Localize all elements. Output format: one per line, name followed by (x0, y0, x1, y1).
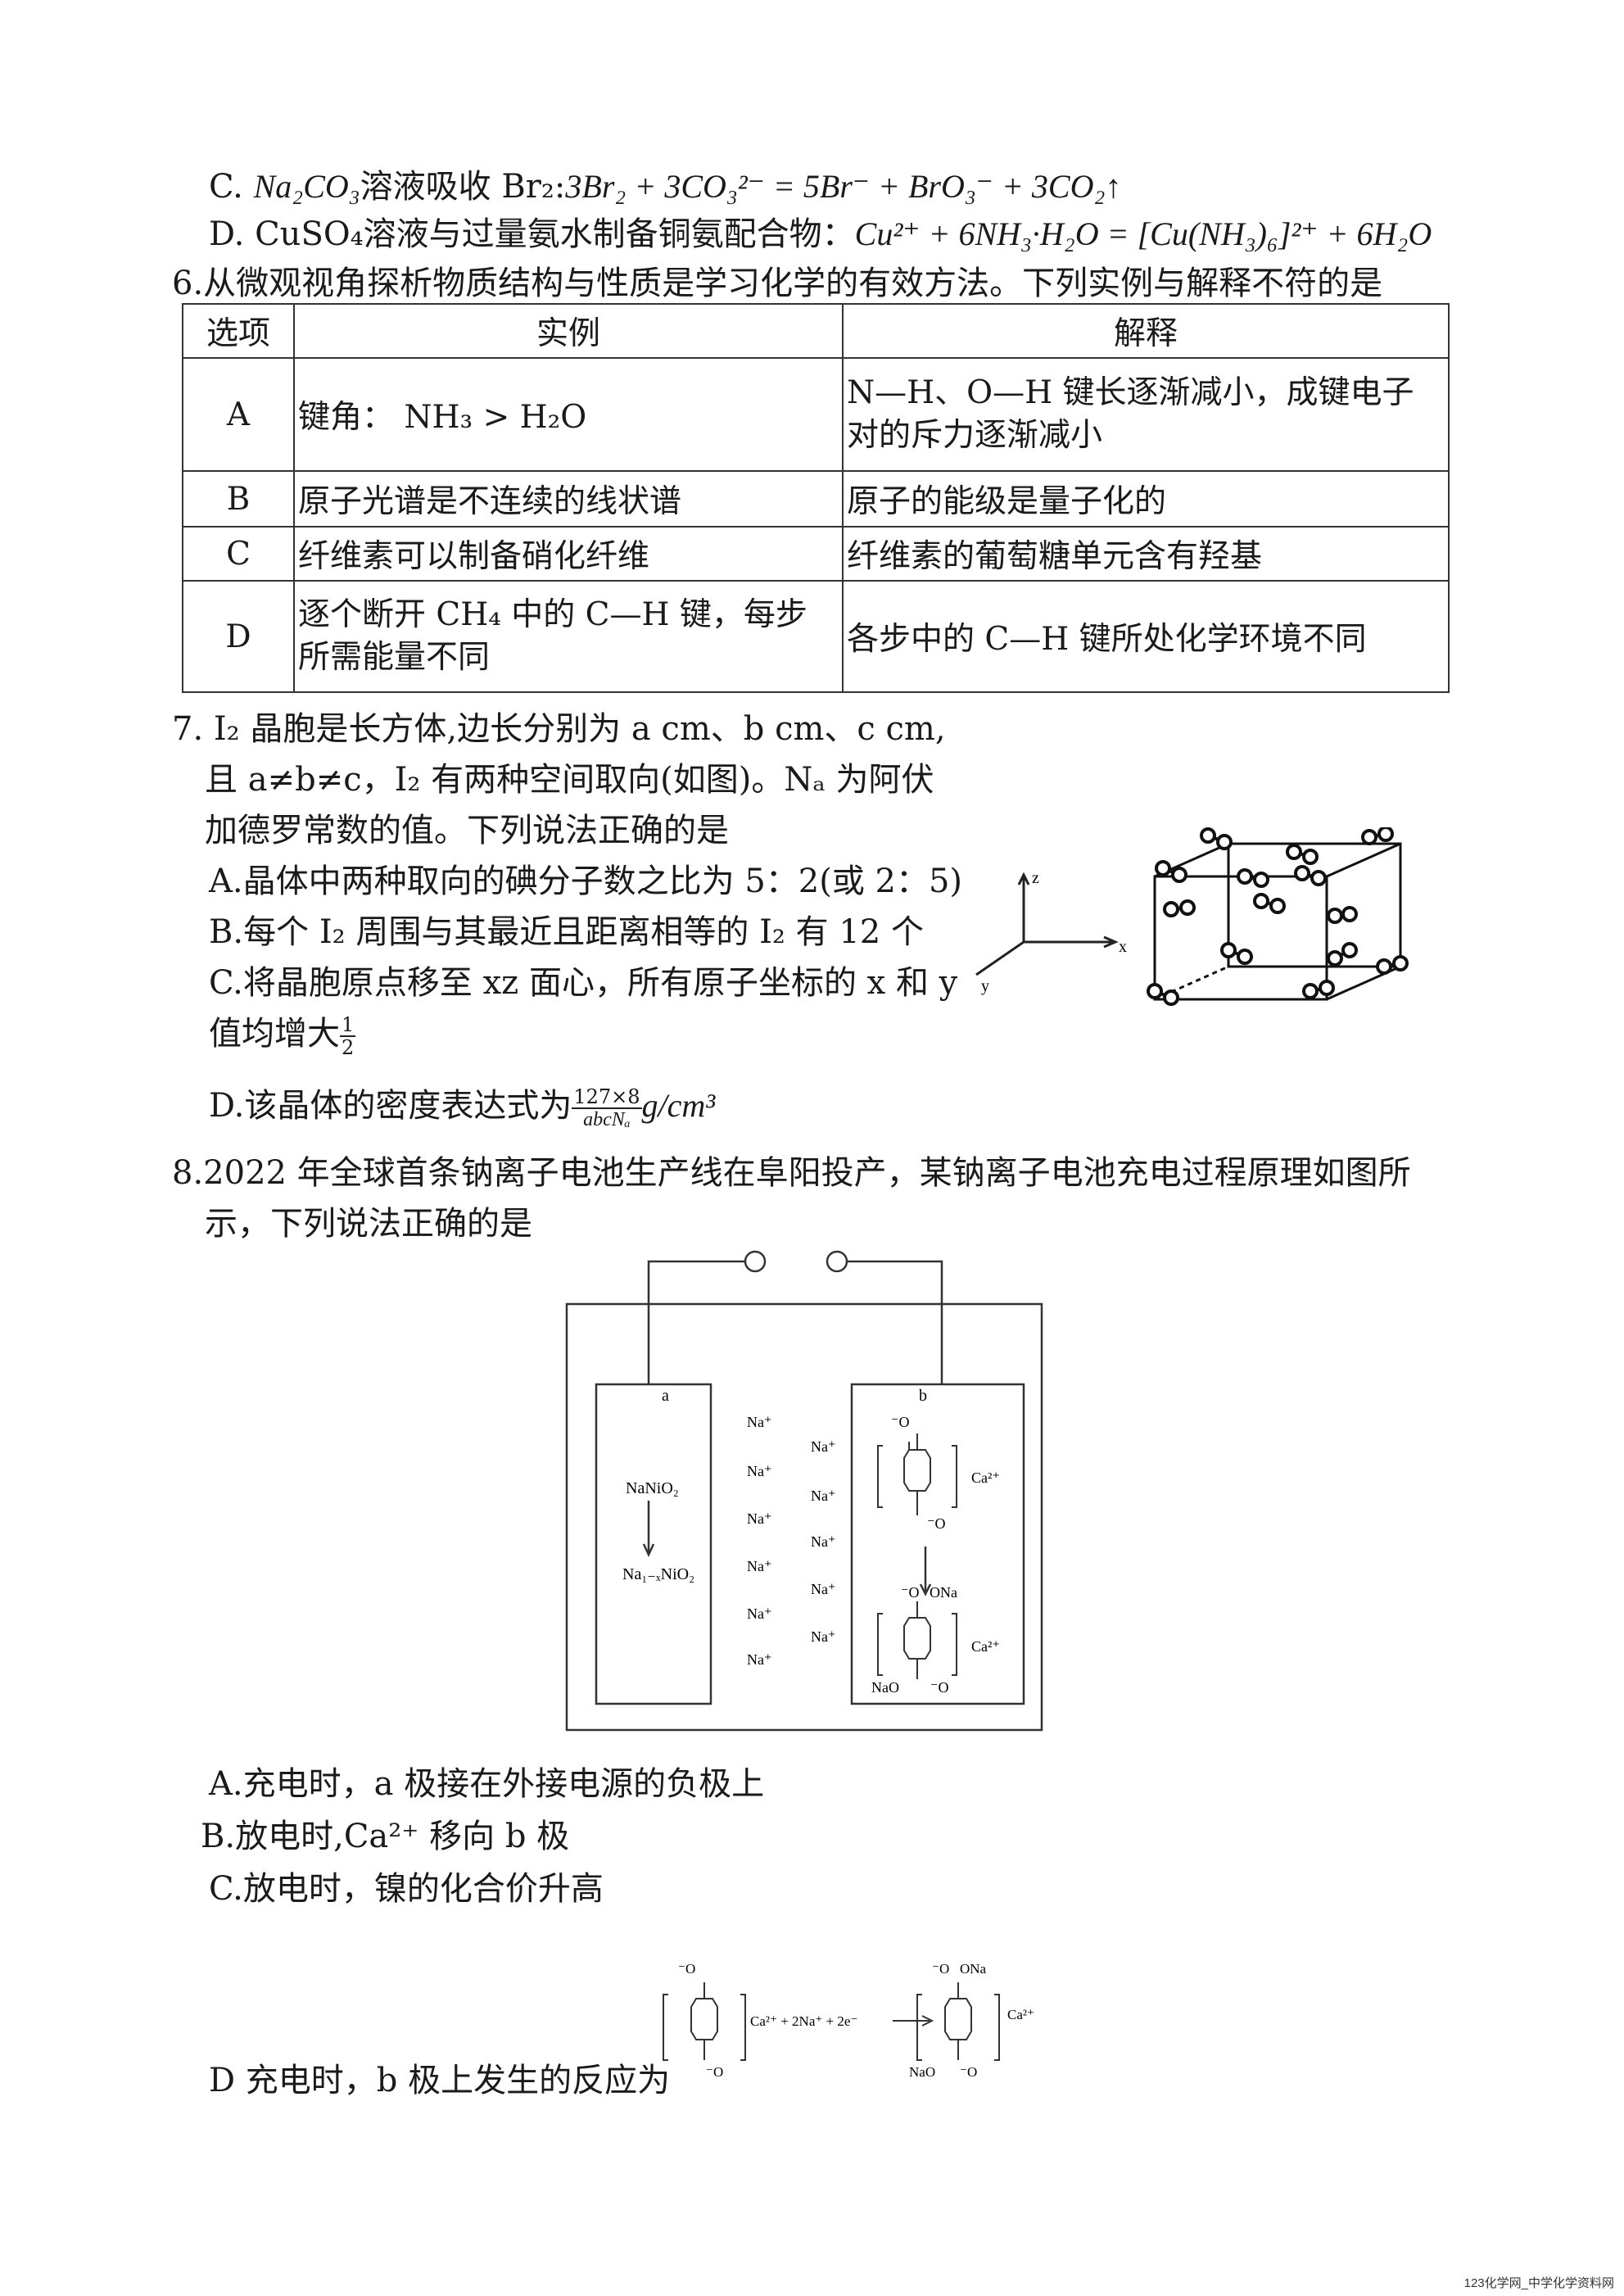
iodine-atom (1319, 980, 1335, 996)
iodine-atom (1269, 898, 1286, 914)
q8-stem-line2: 示，下列说法正确的是 (205, 1205, 532, 1243)
q8-option-c: C.放电时，镍的化合价升高 (209, 1870, 604, 1908)
sodium-ion-label: Na⁺ (811, 1438, 836, 1455)
o-minus-top: ⁻O (891, 1414, 910, 1430)
sodium-ion-label: Na⁺ (811, 1581, 836, 1597)
axis-z-label: z (1032, 869, 1039, 887)
q7-line3: 加德罗常数的值。下列说法正确的是 (205, 812, 729, 849)
iodine-atom (1200, 827, 1216, 844)
q8-option-b: B.放电时,Ca²⁺ 移向 b 极 (201, 1818, 570, 1855)
iodine-unit-cell-diagram (1147, 827, 1409, 1006)
q5-option-d: D. CuSO₄溶液与过量氨水制备铜氨配合物：Cu²⁺ + 6NH₃·H₂O =… (209, 215, 1432, 253)
q7-option-a: A.晶体中两种取向的碘分子数之比为 5：2(或 2：5) (209, 863, 963, 900)
sodium-ion-label: Na⁺ (747, 1605, 772, 1622)
iodine-atom (1147, 983, 1163, 999)
iodine-atom (1302, 983, 1319, 999)
ca-top: Ca²⁺ (971, 1470, 1000, 1486)
q5-option-c: C. Na₂CO₃溶液吸收 Br₂:3Br₂ + 3CO₃²⁻ = 5Br⁻ +… (209, 168, 1122, 206)
o-minus-bottom: ⁻O (930, 1679, 949, 1696)
iodine-atom (1392, 955, 1409, 971)
iodine-atom (1327, 908, 1343, 924)
q6-table: 选项 实例 解释 A 键角： NH₃ > H₂O N—H、O—H 键长逐渐减小，… (182, 303, 1450, 693)
axis-y-label: y (981, 977, 989, 995)
reactant-o-minus-top: ⁻O (678, 1961, 695, 1977)
table-row: B 原子光谱是不连续的线状谱 原子的能级是量子化的 (182, 470, 1450, 528)
iodine-atom (1155, 860, 1171, 876)
iodine-atom (1294, 865, 1310, 881)
q7-option-c: C.将晶胞原点移至 xz 面心，所有原子坐标的 x 和 y (209, 964, 958, 1002)
sodium-ion-label: Na⁺ (747, 1414, 772, 1430)
reaction-reagents: Ca²⁺ + 2Na⁺ + 2e⁻ (750, 2013, 857, 2029)
iodine-atom (1171, 867, 1187, 883)
iodine-atom (1302, 849, 1319, 865)
iodine-atom (1163, 989, 1179, 1006)
sodium-ion-label: Na⁺ (747, 1558, 772, 1574)
sodium-ion-label: Na⁺ (747, 1510, 772, 1527)
product-nao: NaO (909, 2064, 935, 2080)
iodine-atom (1220, 942, 1237, 958)
product-o-minus: ⁻O (932, 1961, 949, 1977)
axes-diagram: z x y (975, 869, 1127, 995)
sodium-ion-label: Na⁺ (747, 1463, 772, 1479)
iodine-atom (1327, 950, 1343, 967)
q6-header-example: 实例 (293, 303, 844, 359)
ca-bottom: Ca²⁺ (971, 1638, 1000, 1655)
o-minus-lower: ⁻O (901, 1584, 920, 1601)
q7-option-b: B.每个 I₂ 周围与其最近且距离相等的 I₂ 有 12 个 (209, 913, 924, 951)
table-row: D 逐个断开 CH₄ 中的 C—H 键，每步所需能量不同 各步中的 C—H 键所… (182, 580, 1450, 693)
na1xnio2-label: Na₁₋ₓNiO₂ (622, 1565, 694, 1583)
product-o-minus-bottom: ⁻O (960, 2064, 977, 2080)
q7-line2: 且 a≠b≠c，I₂ 有两种空间取向(如图)。Nₐ 为阿伏 (205, 761, 934, 799)
footer-watermark: 123化学网_中学化学资料网 (1463, 2276, 1614, 2290)
iodine-atom (1237, 868, 1253, 885)
iodine-atom (1286, 844, 1302, 860)
electrode-a-label: a (662, 1387, 669, 1405)
nanio2-label: NaNiO₂ (626, 1479, 679, 1497)
iodine-atom (1361, 829, 1377, 845)
sodium-battery-diagram: a b NaNiO₂ Na₁₋ₓNiO₂ Na⁺ Na⁺ Na⁺ Na⁺ Na⁺ Na⁺ N… (565, 1250, 1043, 1732)
sodium-ion-label: Na⁺ (811, 1628, 836, 1645)
q7-line1: 7. I₂ 晶胞是长方体,边长分别为 a cm、b cm、c cm, (172, 710, 946, 748)
table-row: C 纤维素可以制备硝化纤维 纤维素的葡萄糖单元含有羟基 (182, 526, 1450, 582)
iodine-atom (1341, 906, 1358, 922)
electrode-b-label: b (919, 1387, 927, 1405)
table-row: A 键角： NH₃ > H₂O N—H、O—H 键长逐渐减小，成键电子对的斥力逐… (182, 357, 1450, 472)
ona-label: ONa (930, 1584, 957, 1601)
q6-header-explanation: 解释 (842, 303, 1450, 359)
iodine-atom (1376, 958, 1392, 975)
iodine-atom (1237, 949, 1253, 965)
reaction-diagram: ⁻O ⁻O Ca²⁺ + 2Na⁺ + 2e⁻ ⁻O ONa Ca²⁺ NaO … (663, 1961, 1034, 2080)
nao-label: NaO (871, 1679, 899, 1696)
q6-stem: 6.从微观视角探析物质结构与性质是学习化学的有效方法。下列实例与解释不符的是 (172, 265, 1383, 302)
q8-option-d: D 充电时，b 极上发生的反应为 (209, 2062, 671, 2099)
sodium-ion-label: Na⁺ (811, 1488, 836, 1504)
iodine-atom (1179, 899, 1196, 916)
q6-header-option: 选项 (182, 303, 295, 359)
sodium-ion-label: Na⁺ (747, 1651, 772, 1668)
reactant-o-minus-bottom: ⁻O (706, 2064, 723, 2080)
o-minus-mid: ⁻O (927, 1515, 946, 1532)
iodine-atom (1163, 901, 1179, 917)
iodine-atom (1253, 872, 1269, 888)
q8-stem-line1: 8.2022 年全球首条钠离子电池生产线在阜阳投产，某钠离子电池充电过程原理如图… (172, 1154, 1411, 1192)
product-ca: Ca²⁺ (1007, 2007, 1034, 2022)
iodine-atom (1253, 893, 1269, 909)
product-ona: ONa (960, 1961, 987, 1977)
axis-x-label: x (1119, 938, 1127, 956)
iodine-atom (1377, 827, 1394, 842)
iodine-atom (1341, 942, 1358, 958)
iodine-atom (1310, 870, 1327, 886)
sodium-ion-label: Na⁺ (811, 1533, 836, 1550)
q8-option-a: A.充电时，a 极接在外接电源的负极上 (209, 1765, 765, 1803)
iodine-atom (1216, 834, 1233, 850)
